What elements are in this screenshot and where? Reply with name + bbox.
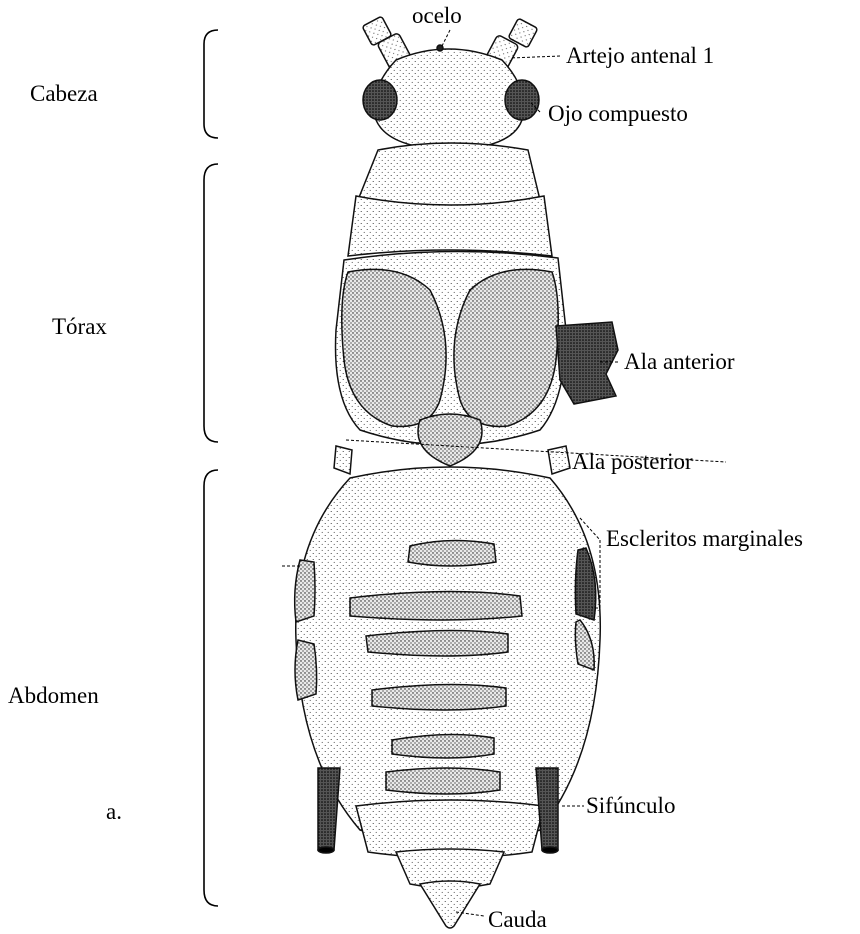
siphunculus-right: [536, 768, 558, 853]
part-label-hindwing: Ala posterior: [572, 450, 693, 473]
hindwing-stub: [548, 446, 570, 474]
dorsal-band-5: [392, 734, 494, 758]
forewing-stub: [556, 322, 618, 404]
hindwing-stub-left: [334, 446, 352, 474]
leader-ocelo: [442, 30, 450, 46]
dorsal-band-1: [408, 540, 496, 566]
siphunculus-left: [318, 768, 340, 853]
part-label-siphunculus: Sifúnculo: [586, 794, 675, 817]
dorsal-band-6: [386, 768, 500, 794]
dorsal-band-2: [350, 591, 522, 620]
part-label-marginal-sclerites: Escleritos marginales: [606, 527, 803, 550]
region-label-thorax: Tórax: [52, 315, 107, 338]
part-label-cauda: Cauda: [488, 908, 547, 931]
marginal-sclerite-left-2: [295, 640, 317, 700]
bracket-abdomen: [204, 470, 218, 906]
dorsal-band-4: [372, 684, 506, 710]
compound-eye-right: [505, 80, 539, 120]
part-label-compound-eye: Ojo compuesto: [548, 102, 688, 125]
part-label-ocellus: ocelo: [412, 4, 462, 27]
panel-label: a.: [106, 800, 122, 823]
leader-antenal: [510, 56, 560, 58]
dorsal-band-3: [366, 630, 508, 656]
part-label-forewing: Ala anterior: [624, 350, 734, 373]
bracket-thorax: [204, 164, 218, 442]
marginal-sclerite-left-1: [295, 560, 315, 622]
mesothorax-front: [348, 196, 552, 256]
cauda-shape: [420, 881, 480, 928]
region-label-abdomen: Abdomen: [8, 684, 99, 707]
region-label-head: Cabeza: [30, 82, 98, 105]
compound-eye-left: [363, 80, 397, 120]
bracket-head: [204, 30, 218, 138]
aphid-illustration: [295, 16, 618, 928]
part-label-antennal-segment: Artejo antenal 1: [566, 44, 714, 67]
scutellum: [418, 414, 482, 466]
